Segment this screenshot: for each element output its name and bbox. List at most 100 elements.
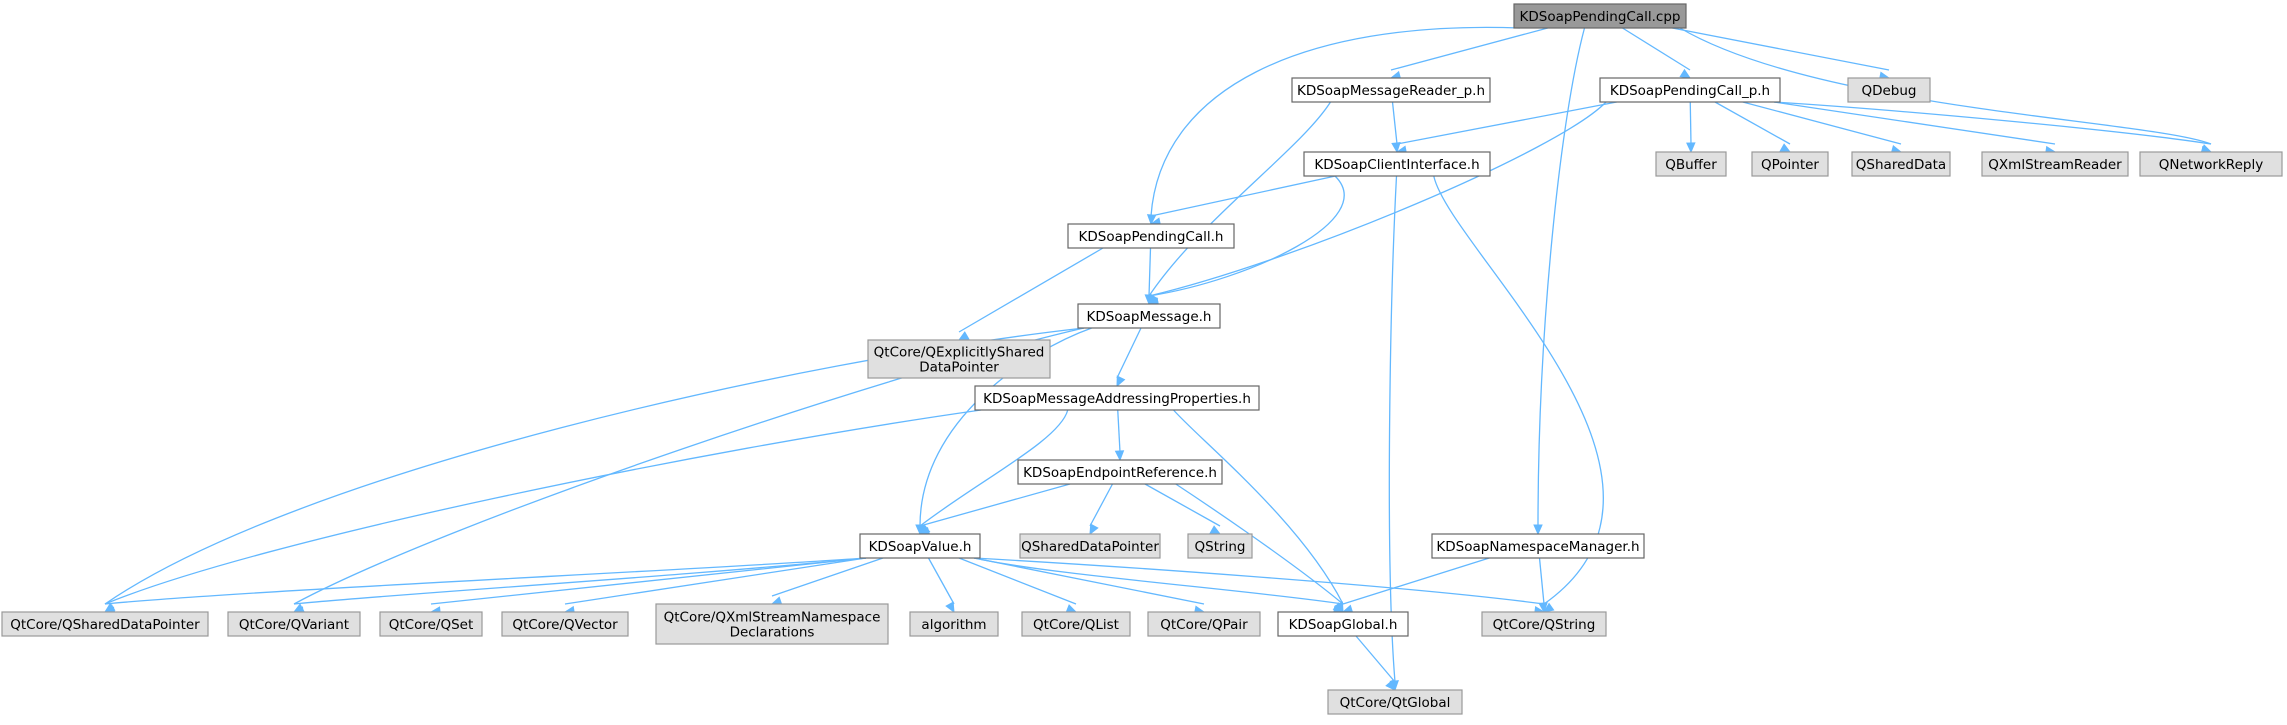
edge-pendingcall_cpp-to-messagereader_p <box>1389 27 1548 81</box>
edge-line <box>1173 409 1344 605</box>
node-qnetworkreply: QNetworkReply <box>2139 151 2283 177</box>
node-layer: KDSoapPendingCall.cppKDSoapMessageReader… <box>1 3 2283 715</box>
edge-line <box>293 557 867 605</box>
edge-namespacemanager_h-to-global_h <box>1341 557 1490 614</box>
node-qbuffer: QBuffer <box>1655 151 1727 177</box>
node-box[interactable] <box>1077 303 1221 329</box>
edge-pendingcall_p-to-clientinterface <box>1395 101 1617 155</box>
node-box <box>2139 151 2283 177</box>
node-label: QtCore/QPair <box>1160 617 1248 633</box>
node-label: QtCore/QSet <box>389 617 474 633</box>
node-box <box>1481 611 1607 637</box>
edge-pendingcall_cpp-to-pendingcall_h <box>1146 26 1521 226</box>
edge-line <box>1117 409 1121 453</box>
node-value_h[interactable]: KDSoapValue.h <box>859 533 981 559</box>
edge-arrowhead <box>1116 375 1126 388</box>
edge-line <box>1537 27 1586 527</box>
node-box[interactable] <box>974 385 1260 411</box>
edge-endpoint_h-to-qstring <box>1144 483 1222 535</box>
edge-arrowhead <box>1209 525 1222 535</box>
node-global_h[interactable]: KDSoapGlobal.h <box>1277 611 1409 637</box>
edge-namespacemanager_h-to-qtcore_qstring <box>1538 557 1548 614</box>
node-message_h[interactable]: KDSoapMessage.h <box>1077 303 1221 329</box>
edge-arrowhead <box>1679 68 1692 79</box>
node-addressing_h[interactable]: KDSoapMessageAddressingProperties.h <box>974 385 1260 411</box>
node-messagereader_p[interactable]: KDSoapMessageReader_p.h <box>1291 77 1491 103</box>
node-label: KDSoapPendingCall_p.h <box>1610 83 1770 99</box>
node-label: algorithm <box>921 617 986 633</box>
node-box[interactable] <box>1431 533 1645 559</box>
node-box[interactable] <box>1513 3 1687 29</box>
edge-arrowhead <box>1391 142 1401 154</box>
edge-line <box>919 483 1071 527</box>
edge-line <box>430 557 867 605</box>
node-label: QtCore/QExplicitlyShared <box>874 345 1045 361</box>
edge-line <box>1773 101 2056 145</box>
node-qtcore_qlist: QtCore/QList <box>1021 611 1131 637</box>
node-namespacemanager_h[interactable]: KDSoapNamespaceManager.h <box>1431 533 1645 559</box>
node-box[interactable] <box>1303 151 1491 177</box>
edge-line <box>973 557 1205 605</box>
node-box <box>909 611 999 637</box>
node-label: QtCore/QList <box>1033 617 1119 633</box>
edge-line <box>1116 327 1142 379</box>
node-qshareddatapointer: QSharedDataPointer <box>1019 533 1161 559</box>
node-box <box>1851 151 1951 177</box>
node-box <box>379 611 483 637</box>
edge-pendingcall_p-to-message_h <box>1147 101 1607 307</box>
edge-line <box>1672 27 1890 71</box>
node-label: QtCore/QVariant <box>239 617 349 633</box>
node-box[interactable] <box>1017 459 1223 485</box>
edge-line <box>973 557 1545 605</box>
node-label: KDSoapValue.h <box>869 539 972 555</box>
node-box[interactable] <box>1599 77 1781 103</box>
node-qdebug: QDebug <box>1847 77 1931 103</box>
edge-line <box>927 557 955 605</box>
node-label: QDebug <box>1861 83 1916 99</box>
edge-arrowhead <box>1385 679 1396 691</box>
node-qtcore_qshareddatapointer: QtCore/QSharedDataPointer <box>1 611 209 637</box>
edge-line <box>1089 483 1114 527</box>
node-pendingcall_p[interactable]: KDSoapPendingCall_p.h <box>1599 77 1781 103</box>
edge-arrowhead <box>945 601 955 614</box>
node-label: KDSoapMessage.h <box>1087 309 1212 325</box>
edge-pendingcall_cpp-to-qdebug <box>1672 27 1891 81</box>
node-qtcore_qpair: QtCore/QPair <box>1147 611 1261 637</box>
node-box <box>1847 77 1931 103</box>
edge-line <box>1679 27 2212 145</box>
edge-messagereader_p-to-clientinterface <box>1391 101 1401 154</box>
edge-line <box>1148 101 1332 297</box>
node-label: Declarations <box>730 625 815 641</box>
edge-line <box>1391 101 1398 145</box>
edge-arrowhead <box>1114 450 1125 462</box>
node-clientinterface[interactable]: KDSoapClientInterface.h <box>1303 151 1491 177</box>
node-box <box>1019 533 1161 559</box>
edge-pendingcall_h-to-message_h <box>1144 247 1155 306</box>
node-qtcore_qvector: QtCore/QVector <box>501 611 629 637</box>
node-box[interactable] <box>859 533 981 559</box>
edge-pendingcall_p-to-qbuffer <box>1686 101 1696 154</box>
node-pendingcall_h[interactable]: KDSoapPendingCall.h <box>1067 223 1235 249</box>
edge-line <box>1148 101 1607 297</box>
node-box[interactable] <box>1067 223 1235 249</box>
node-qtcore_qstring: QtCore/QString <box>1481 611 1607 637</box>
edge-addressing_h-to-endpoint_h <box>1114 409 1125 462</box>
node-box[interactable] <box>1291 77 1491 103</box>
node-pendingcall_cpp[interactable]: KDSoapPendingCall.cpp <box>1513 3 1687 29</box>
node-endpoint_h[interactable]: KDSoapEndpointReference.h <box>1017 459 1223 485</box>
edge-message_h-to-addressing_h <box>1116 327 1142 388</box>
node-label: QtCore/QtGlobal <box>1340 695 1451 711</box>
edge-line <box>919 409 1069 527</box>
edge-value_h-to-qtcore_qpair <box>973 557 1206 615</box>
edge-line <box>1150 26 1521 217</box>
node-box <box>867 339 1051 379</box>
edge-line <box>104 409 982 605</box>
edge-value_h-to-qtcore_qstring <box>973 557 1546 616</box>
edge-arrowhead <box>1686 142 1696 154</box>
node-box[interactable] <box>1277 611 1409 637</box>
edge-arrowhead <box>1542 602 1555 613</box>
edge-pendingcall_cpp-to-pendingcall_p <box>1622 27 1692 79</box>
node-label: KDSoapEndpointReference.h <box>1023 465 1217 481</box>
edge-endpoint_h-to-qshareddatapointer <box>1089 483 1114 536</box>
